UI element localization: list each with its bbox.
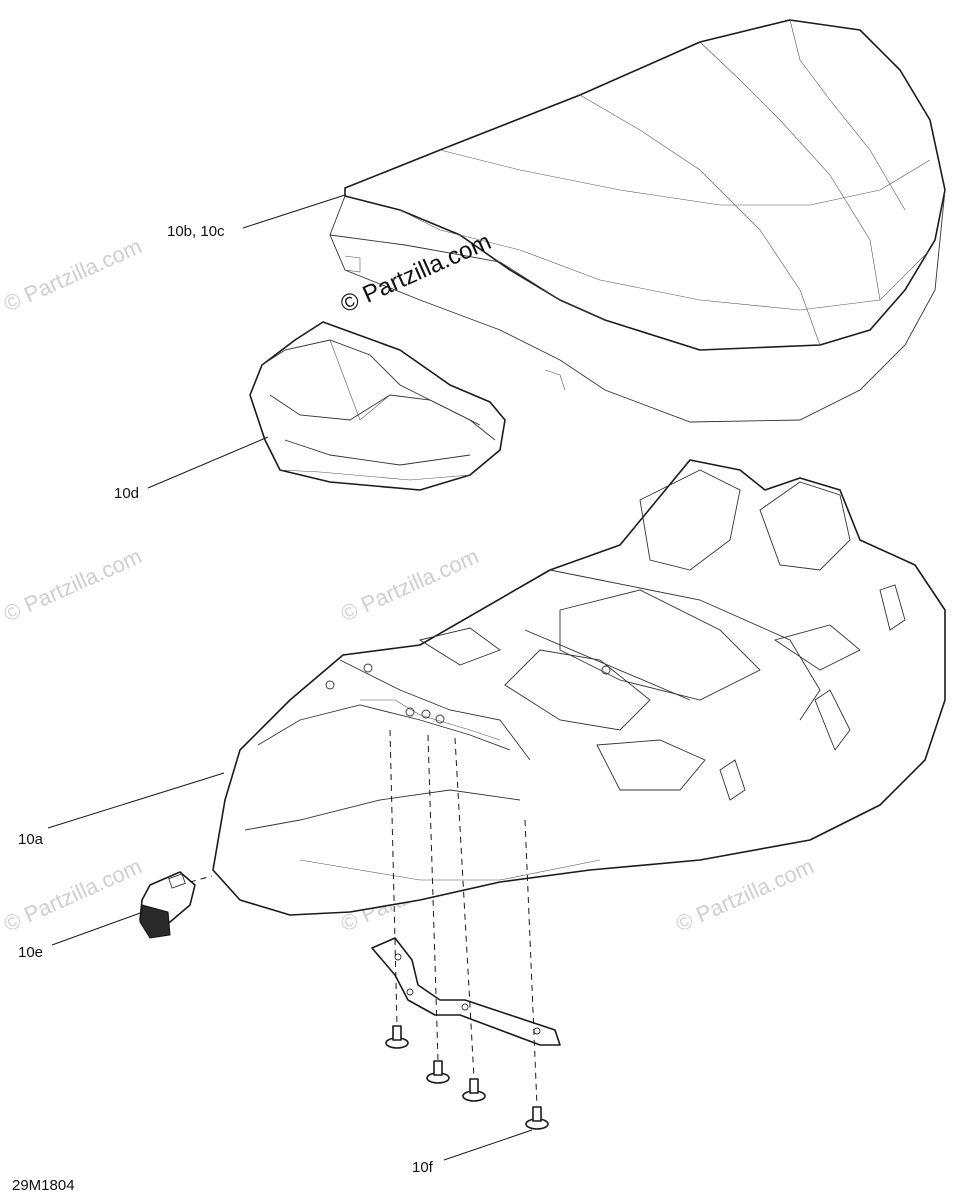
leader-lines bbox=[47, 194, 533, 1161]
watermark-main: © Partzilla.com bbox=[336, 228, 495, 318]
watermark: © Partzilla.com bbox=[0, 853, 145, 936]
seat-base-part bbox=[212, 459, 946, 916]
diagram-code: 29M1804 bbox=[12, 1177, 75, 1194]
callout-latch: 10e bbox=[18, 944, 43, 961]
callout-seat: 10b, 10c bbox=[167, 223, 225, 240]
fastener bbox=[426, 1060, 450, 1084]
watermark: © Partzilla.com bbox=[0, 233, 145, 316]
fastener bbox=[462, 1078, 486, 1102]
callout-rear-cover: 10d bbox=[114, 485, 139, 502]
fastener bbox=[525, 1106, 549, 1130]
watermark: © Partzilla.com bbox=[0, 543, 145, 626]
seat-part bbox=[329, 19, 946, 423]
latch-part bbox=[139, 871, 196, 939]
callout-base: 10a bbox=[18, 831, 44, 848]
assembly-lines bbox=[189, 729, 538, 1107]
fastener bbox=[385, 1025, 409, 1049]
watermark: © Partzilla.com bbox=[672, 853, 818, 936]
watermark: © Partzilla.com bbox=[337, 543, 483, 626]
callout-fasteners: 10f bbox=[412, 1159, 434, 1176]
fasteners-part bbox=[385, 1025, 549, 1130]
rear-cover-part bbox=[249, 321, 506, 491]
